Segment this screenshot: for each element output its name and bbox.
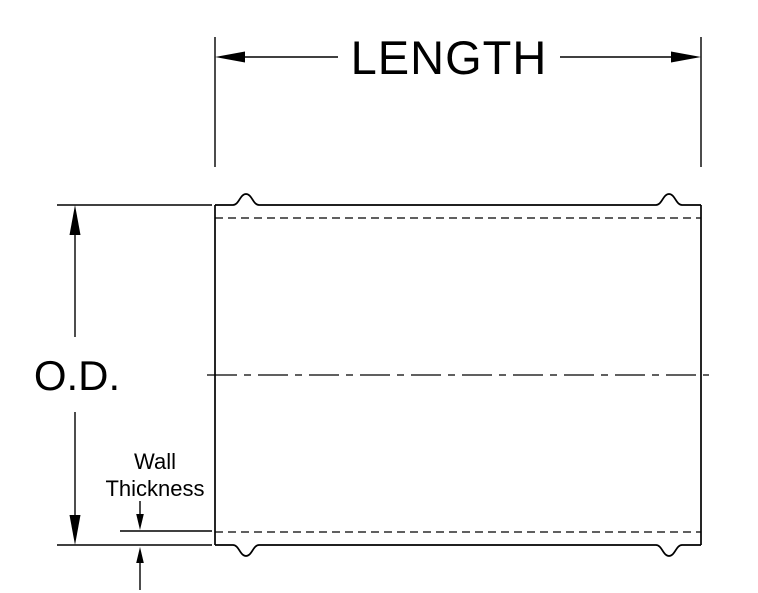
tube-bottom-edge xyxy=(215,544,701,557)
wall-thickness-dimension xyxy=(120,501,212,590)
wall-thickness-label-line2: Thickness xyxy=(105,476,204,501)
tube-top-edge xyxy=(215,193,701,206)
hidden-lines xyxy=(215,217,701,533)
od-arrow-down-icon xyxy=(69,515,81,545)
length-dimension-label: LENGTH xyxy=(351,31,548,84)
length-arrow-right-icon xyxy=(671,51,701,63)
wall-thickness-label-line1: Wall xyxy=(134,449,176,474)
wall-arrow-down-icon xyxy=(136,514,144,530)
od-dimension xyxy=(57,204,212,546)
length-dimension xyxy=(214,37,702,167)
wall-arrow-up-icon xyxy=(136,547,144,563)
length-arrow-left-icon xyxy=(215,51,245,63)
od-arrow-up-icon xyxy=(69,205,81,235)
od-dimension-label: O.D. xyxy=(34,352,120,399)
